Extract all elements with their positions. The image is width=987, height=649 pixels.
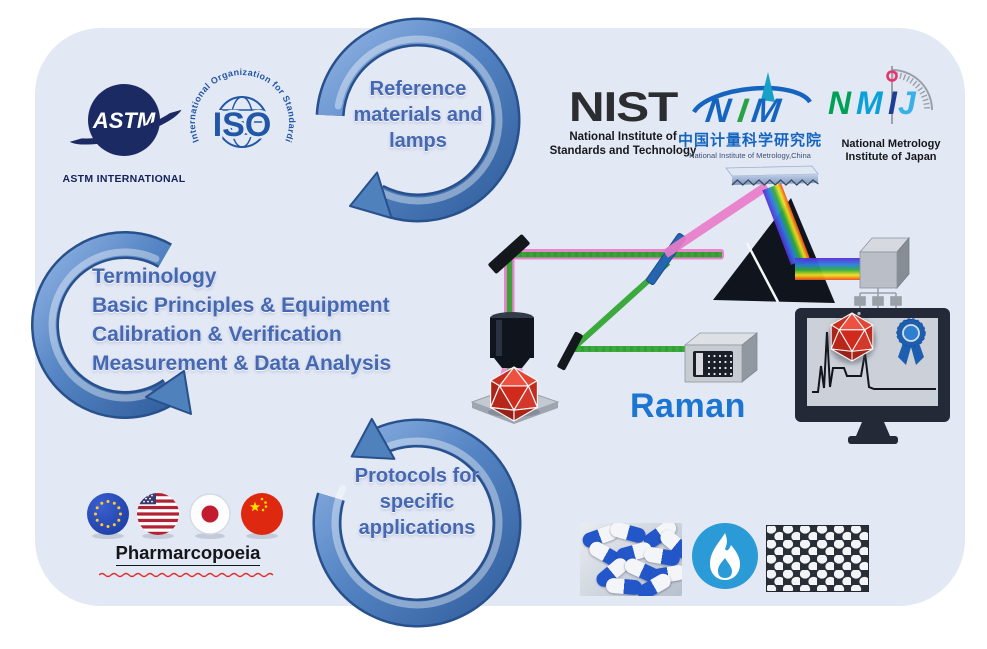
japan-flag-icon xyxy=(189,493,231,535)
award-ribbon-icon xyxy=(896,318,926,365)
arrowhead-icon xyxy=(350,417,396,460)
nim-letter-n: N xyxy=(703,92,734,126)
arrowhead-icon xyxy=(145,370,192,415)
flags-row xyxy=(87,493,283,539)
monitor-icon xyxy=(795,308,950,444)
arrowhead-icon xyxy=(349,171,393,220)
mirror-icon xyxy=(488,234,530,274)
astm-name: ASTM INTERNATIONAL xyxy=(62,173,186,185)
nim-emblem-icon: N I M xyxy=(692,72,812,130)
nmij-logo: N M I J National Metrology Institute of … xyxy=(822,62,960,163)
natural-gas-flame-icon xyxy=(692,523,758,589)
dispersed-beam xyxy=(762,183,810,265)
nmij-emblem-icon: N M I J xyxy=(828,66,933,124)
nmij-letter-n: N xyxy=(828,85,852,121)
nim-logo: N I M 中国计量科学研究院 National Institute of Me… xyxy=(676,68,824,160)
raman-setup-illustration xyxy=(470,165,950,444)
protocols-cycle-arrow xyxy=(312,417,522,628)
nim-name-chinese: 中国计量科学研究院 xyxy=(677,132,822,149)
china-flag-icon xyxy=(241,493,283,535)
laser-source-icon xyxy=(683,332,759,383)
nmij-letter-j: J xyxy=(898,85,917,121)
iso-emblem-icon: International Organization for Standardi… xyxy=(175,48,297,148)
objective-lens-icon xyxy=(490,312,534,368)
nist-logo: NIST National Institute of Standards and… xyxy=(538,86,708,159)
iso-logo: International Organization for Standardi… xyxy=(175,48,306,193)
topics-list: Terminology Basic Principles & Equipment… xyxy=(92,263,437,379)
topic-calibration: Calibration & Verification xyxy=(92,322,342,346)
laser-beams xyxy=(504,249,724,352)
raman-label: Raman xyxy=(630,387,746,425)
pharmaceutical-capsules-photo xyxy=(580,523,682,596)
eu-flag-icon xyxy=(87,493,129,535)
reference-materials-label: Reference materials and lamps xyxy=(353,78,483,152)
spectrum-trace xyxy=(812,331,936,393)
protocols-label: Protocols for specific applications xyxy=(354,465,480,539)
nist-name-line1: National Institute of xyxy=(569,131,677,143)
usa-flag-icon xyxy=(137,493,179,535)
pharmacopoeia-block: Pharmarcopoeia xyxy=(88,542,288,584)
nmij-letter-i: I xyxy=(888,85,898,121)
graphene-lattice-icon xyxy=(766,525,869,592)
mirror-icon xyxy=(557,331,583,371)
topic-terminology: Terminology xyxy=(92,265,217,288)
excitation-beam xyxy=(662,182,770,258)
nist-name-line2: Standards and Technology xyxy=(549,144,697,157)
nmij-name-line1: National Metrology xyxy=(841,138,941,150)
topic-measurement: Measurement & Data Analysis xyxy=(92,351,392,375)
iso-monogram: ISO xyxy=(213,106,272,144)
nim-needle-icon xyxy=(761,72,775,102)
nist-monogram: NIST xyxy=(568,83,678,130)
dispersed-beam xyxy=(795,258,869,280)
detector-icon xyxy=(859,236,910,290)
spellcheck-squiggle-icon xyxy=(98,572,274,578)
nmij-name-line2: Institute of Japan xyxy=(845,150,937,163)
grating-icon xyxy=(725,165,819,186)
topics-cycle-arrow xyxy=(31,231,192,419)
topic-principles: Basic Principles & Equipment xyxy=(92,293,390,317)
pharmacopoeia-label: Pharmarcopoeia xyxy=(115,542,261,566)
reference-cycle-arrow xyxy=(315,17,521,223)
nim-letter-i: I xyxy=(735,92,751,126)
nim-name-english: National Institute of Metrology,China xyxy=(689,151,811,160)
iso-globe-icon xyxy=(216,96,268,148)
astm-emblem-icon: ASTM xyxy=(65,84,183,156)
nmij-letter-m: M xyxy=(856,85,884,121)
nmij-red-ring-icon xyxy=(886,70,898,82)
nim-letter-m: M xyxy=(749,92,784,126)
nmij-protractor-icon xyxy=(891,66,933,124)
astm-logo: ASTM ASTM INTERNATIONAL xyxy=(58,70,190,185)
